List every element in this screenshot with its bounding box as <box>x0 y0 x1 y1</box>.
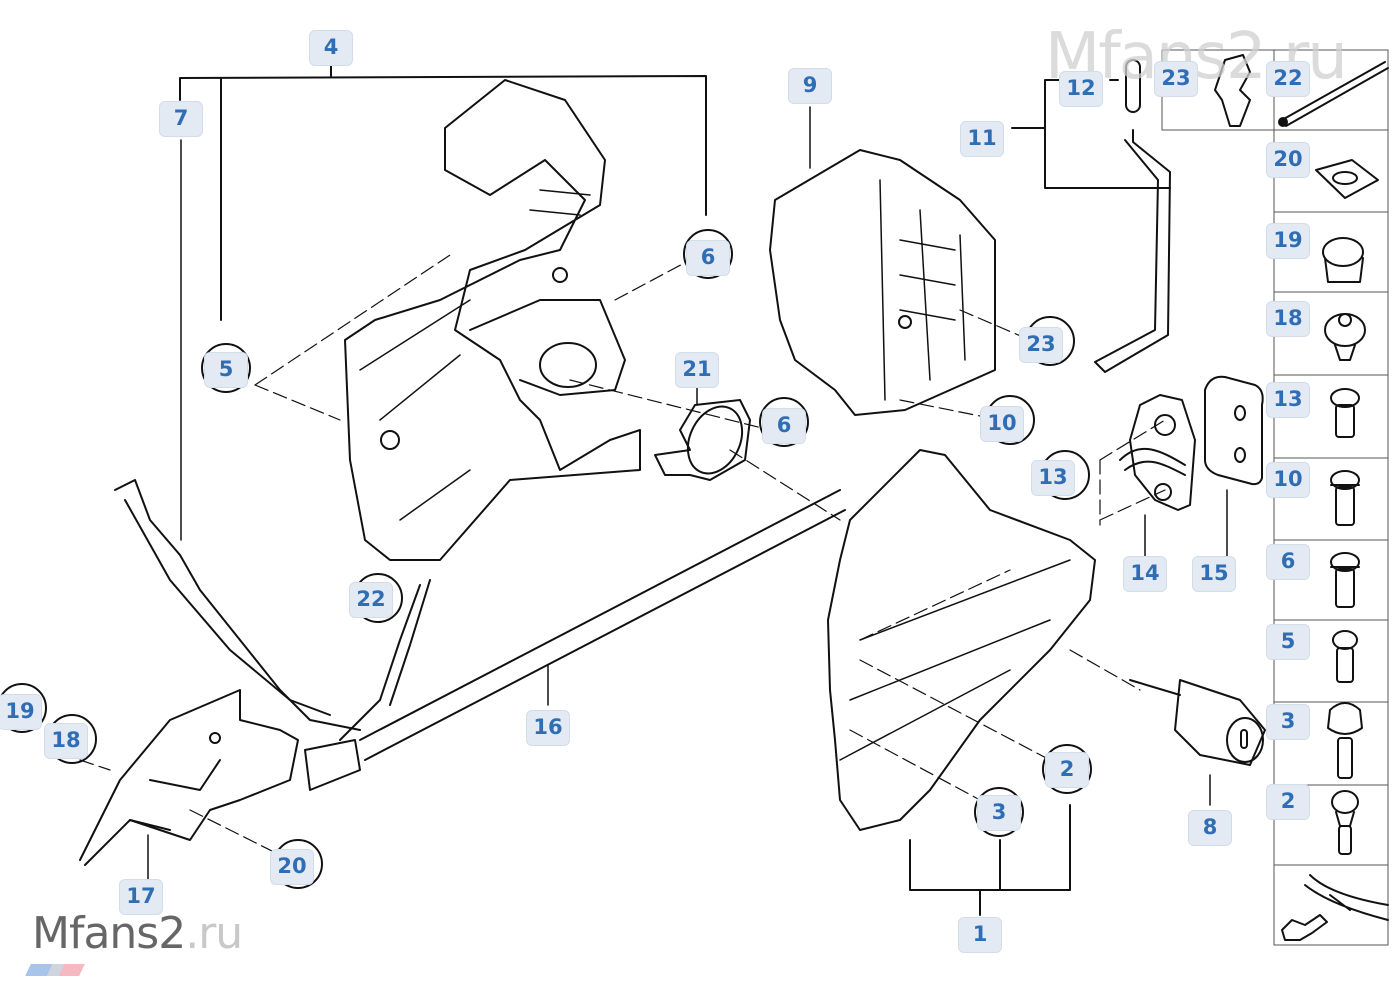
watermark-logo: Mfans2.ru <box>32 908 243 959</box>
rod-drawing <box>359 489 846 761</box>
leader-lines <box>79 254 1166 856</box>
outer-handle-drawing <box>827 449 1096 916</box>
callout-18[interactable]: 18 <box>44 723 88 759</box>
cable-tie-icon <box>1278 61 1389 127</box>
arrow-left-icon <box>1281 914 1328 941</box>
expanding-rivet-icon <box>1214 54 1251 127</box>
watermark-logo-suffix: .ru <box>185 908 243 959</box>
callout-1[interactable]: 1 <box>958 917 1002 953</box>
callout-14[interactable]: 14 <box>1123 556 1167 592</box>
handle-carrier-drawing <box>344 79 641 561</box>
panel-callout-10[interactable]: 10 <box>1266 462 1310 498</box>
button-small-icon <box>1331 790 1359 855</box>
callout-6[interactable]: 6 <box>686 240 730 276</box>
lock-cylinder-drawing <box>1129 679 1266 806</box>
plug-icon <box>1322 237 1364 283</box>
cable-drawing <box>114 479 431 741</box>
callout-4[interactable]: 4 <box>309 30 353 66</box>
rivet-round-icon <box>1324 313 1366 361</box>
bracket-4 <box>179 65 707 541</box>
panel-part-icons <box>1214 54 1389 941</box>
callout-17[interactable]: 17 <box>119 879 163 915</box>
screw-icon <box>1332 630 1358 683</box>
panel-callout-18[interactable]: 18 <box>1266 301 1310 337</box>
plate-drawing <box>1204 375 1264 561</box>
parts-panel-grid <box>1161 49 1389 946</box>
end-cap-drawing <box>79 689 361 881</box>
panel-callout-13[interactable]: 13 <box>1266 382 1310 418</box>
panel-callout-23[interactable]: 23 <box>1154 61 1198 97</box>
panel-callout-3[interactable]: 3 <box>1266 704 1310 740</box>
callout-16[interactable]: 16 <box>526 710 570 746</box>
callout-19[interactable]: 19 <box>0 694 42 730</box>
callout-6b[interactable]: 6 <box>762 408 806 444</box>
callout-15[interactable]: 15 <box>1192 556 1236 592</box>
callout-23[interactable]: 23 <box>1019 327 1063 363</box>
vehicle-nav-button[interactable] <box>1275 866 1387 944</box>
button-large-icon <box>1327 702 1363 779</box>
callout-5[interactable]: 5 <box>204 352 248 388</box>
callout-7[interactable]: 7 <box>159 101 203 137</box>
callout-11[interactable]: 11 <box>960 121 1004 157</box>
lock-housing-drawing <box>769 106 996 416</box>
callout-22[interactable]: 22 <box>349 582 393 618</box>
vehicle-front-icon <box>1304 874 1389 921</box>
screw-icon <box>1330 388 1360 438</box>
callout-10[interactable]: 10 <box>980 406 1024 442</box>
callout-3[interactable]: 3 <box>977 795 1021 831</box>
m-stripe-logo <box>25 964 85 976</box>
callout-12[interactable]: 12 <box>1059 71 1103 107</box>
watermark-logo-main: Mfans2 <box>32 908 186 959</box>
callout-21[interactable]: 21 <box>675 352 719 388</box>
panel-callout-20[interactable]: 20 <box>1266 142 1310 178</box>
panel-callout-5[interactable]: 5 <box>1266 624 1310 660</box>
panel-callout-19[interactable]: 19 <box>1266 223 1310 259</box>
callout-20[interactable]: 20 <box>270 849 314 885</box>
spring-nut-icon <box>1315 159 1379 199</box>
screw-washer-icon <box>1330 552 1360 608</box>
panel-callout-22[interactable]: 22 <box>1266 61 1310 97</box>
striker-drawing <box>1119 394 1196 561</box>
operating-rod-drawing <box>1011 59 1171 373</box>
panel-callout-2[interactable]: 2 <box>1266 784 1310 820</box>
callout-9[interactable]: 9 <box>788 68 832 104</box>
callout-8[interactable]: 8 <box>1188 810 1232 846</box>
gasket-drawing <box>654 384 751 481</box>
callout-13[interactable]: 13 <box>1031 460 1075 496</box>
panel-callout-6[interactable]: 6 <box>1266 544 1310 580</box>
callout-2[interactable]: 2 <box>1045 752 1089 788</box>
screw-washer-icon <box>1330 470 1360 526</box>
